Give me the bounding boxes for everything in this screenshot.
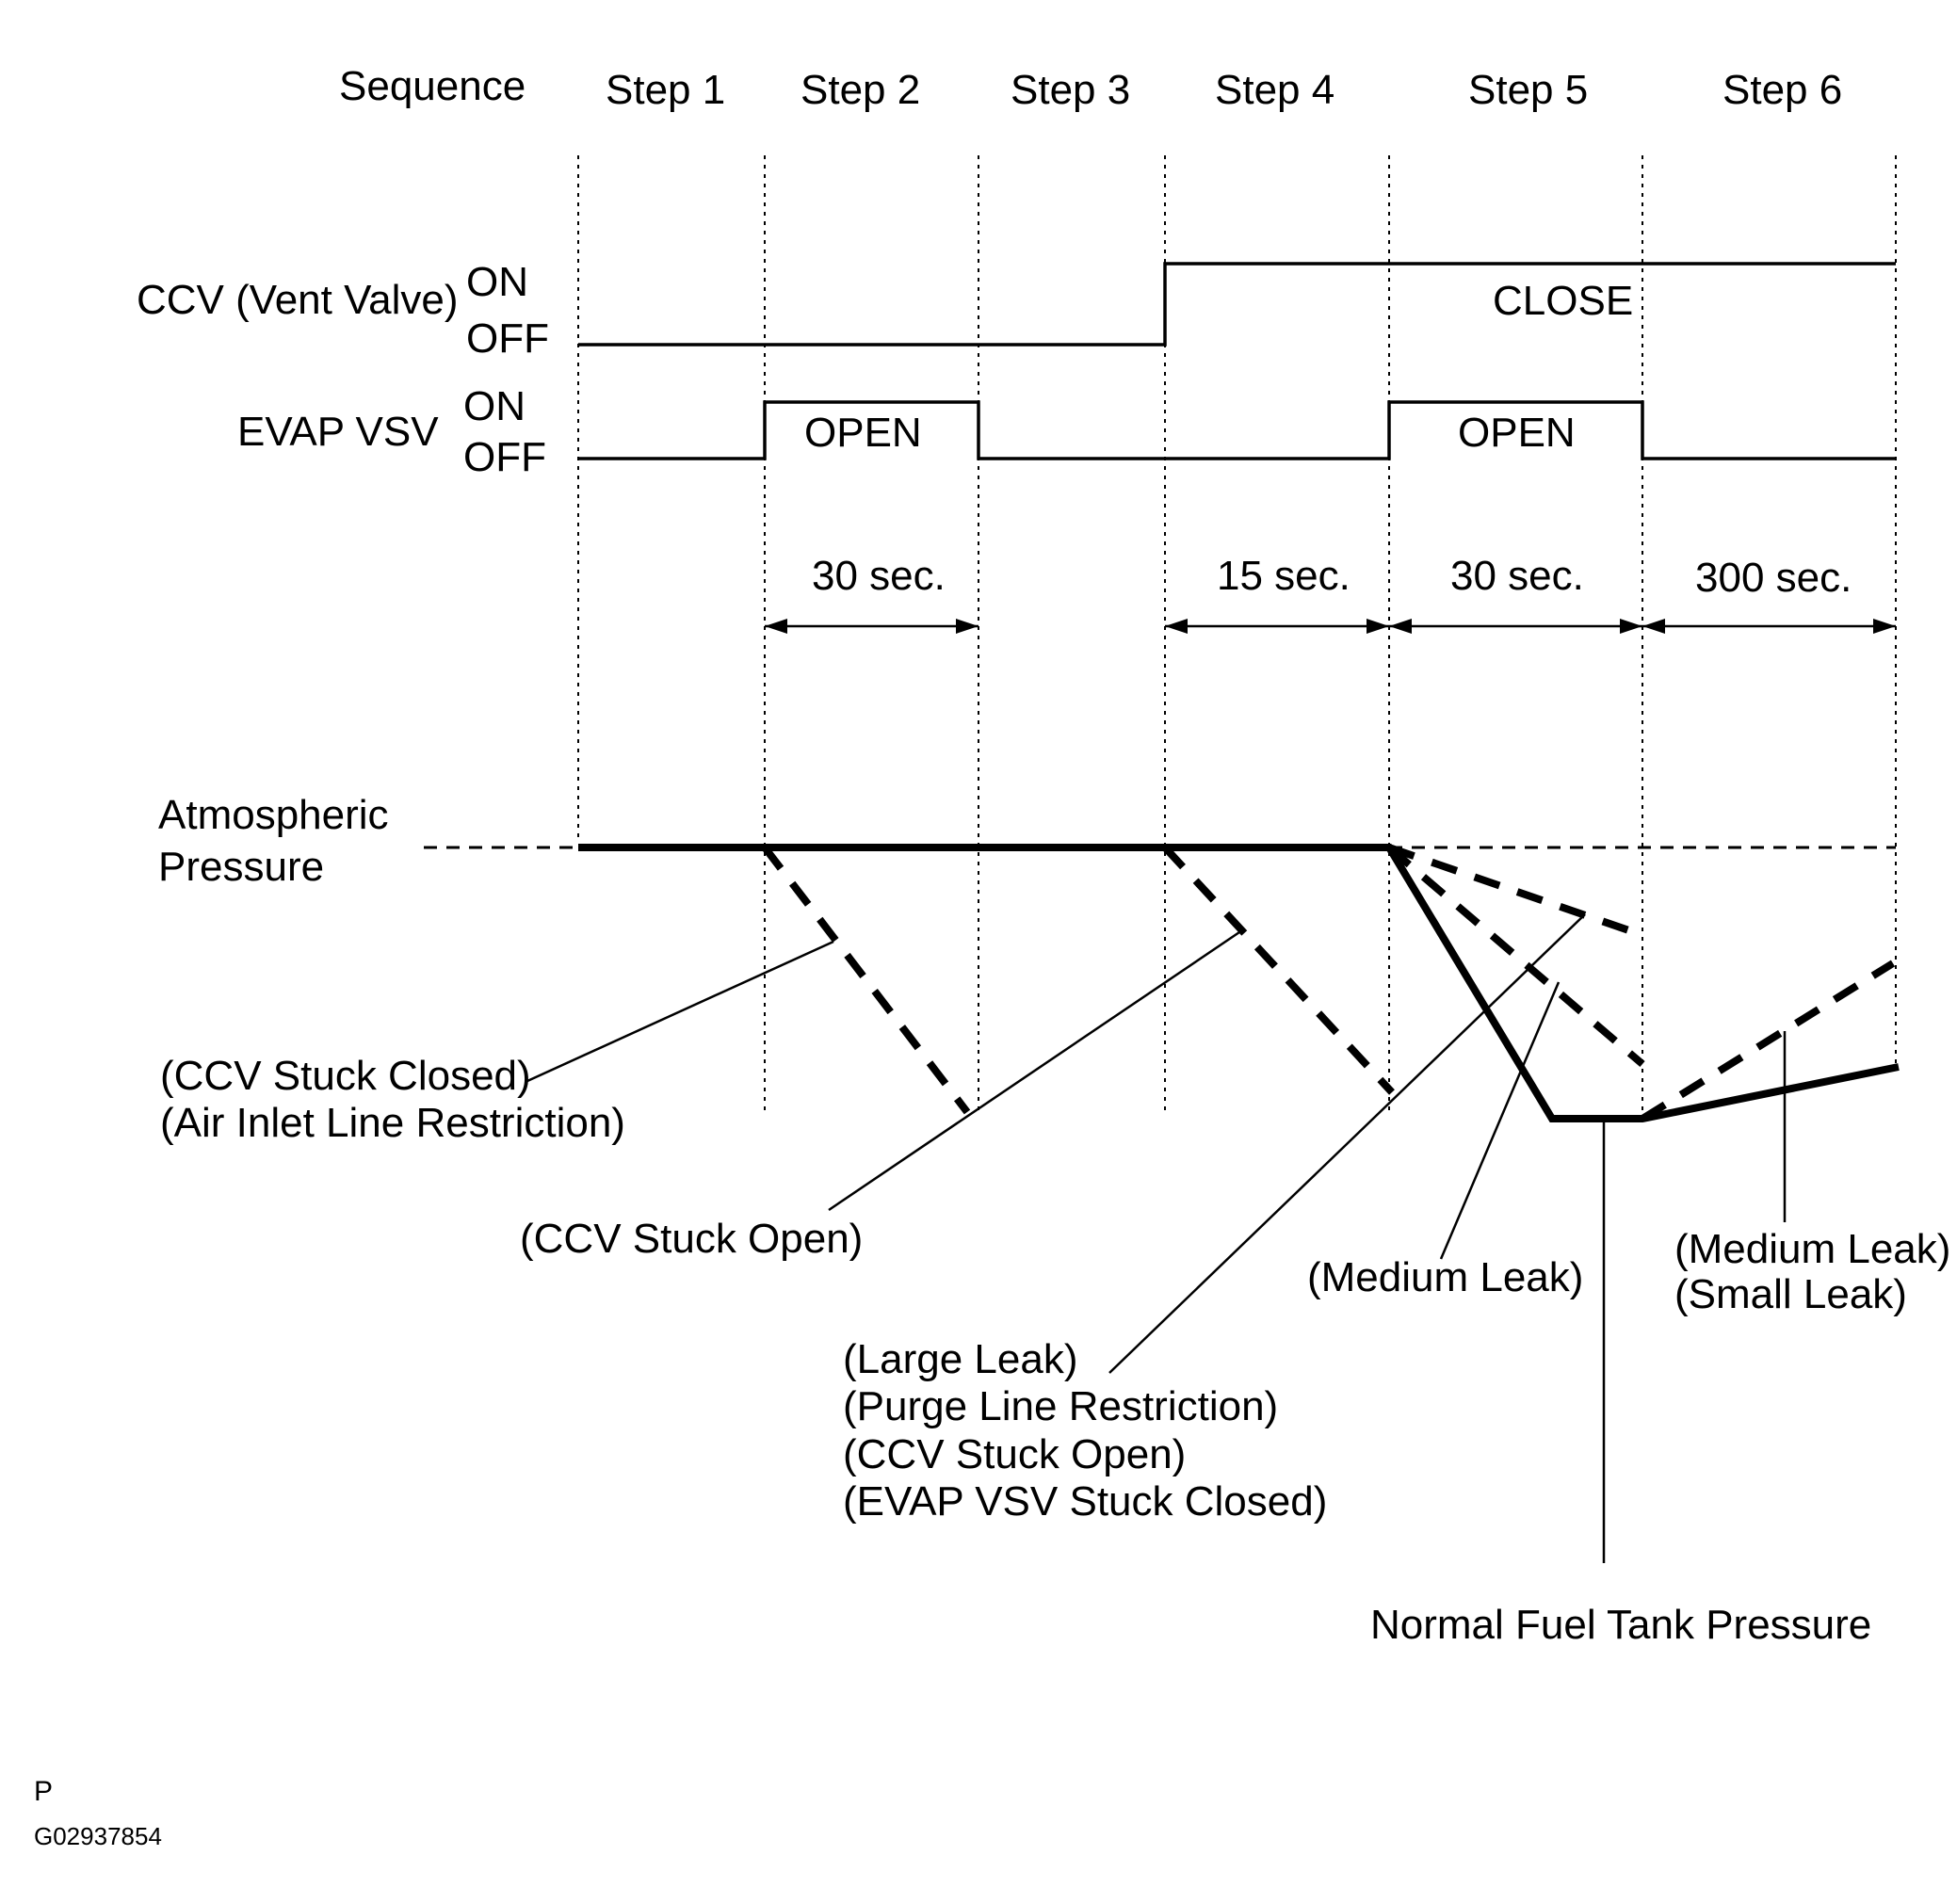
ccv-label: CCV (Vent Valve) [137, 277, 459, 323]
annotation-small-leak: (Small Leak) [1674, 1271, 1907, 1317]
ccv-signal-trace [578, 262, 1896, 347]
atmospheric-label-line1: Atmospheric [158, 792, 389, 838]
step-6-label: Step 6 [1722, 67, 1842, 113]
ccv-stuck-open-trace [1162, 845, 1395, 1095]
ccv-stuck-closed-trace [761, 845, 971, 1115]
evap-off-label: OFF [463, 434, 546, 480]
arrowhead-right [1367, 619, 1389, 634]
arrowhead-right [956, 619, 978, 634]
annotation-medium-leak-2: (Medium Leak) [1674, 1226, 1950, 1272]
ccv-close-label: CLOSE [1493, 278, 1633, 324]
footer-mark: P [34, 1776, 53, 1807]
step-boundaries [577, 155, 1897, 1111]
step-1-label: Step 1 [606, 67, 725, 113]
step-3-label: Step 3 [1011, 67, 1130, 113]
annotation-normal-fuel-tank-pressure: Normal Fuel Tank Pressure [1370, 1602, 1871, 1648]
evap-open-label-2: OPEN [1458, 410, 1576, 456]
leader-ccv-stuck-closed [526, 940, 834, 1083]
arrowhead-left [765, 619, 787, 634]
duration-step4-label: 15 sec. [1217, 553, 1350, 599]
evap-on-label: ON [463, 383, 526, 429]
step-4-label: Step 4 [1215, 67, 1334, 113]
leader-ccv-stuck-open [828, 930, 1240, 1212]
atmospheric-label-line2: Pressure [158, 844, 324, 890]
arrowhead-right [1873, 619, 1896, 634]
leader-medium-leak-step5 [1439, 981, 1561, 1260]
ccv-on-label: ON [466, 259, 528, 305]
leader-large-leak [1108, 913, 1586, 1374]
duration-arrows [765, 619, 1896, 634]
arrowhead-right [1620, 619, 1642, 634]
medium-small-leak-step6-trace [1640, 960, 1896, 1122]
medium-leak-step5-trace [1386, 844, 1645, 1068]
duration-step5-label: 30 sec. [1450, 553, 1584, 599]
annotation-air-inlet-restriction: (Air Inlet Line Restriction) [160, 1100, 625, 1146]
annotation-medium-leak: (Medium Leak) [1307, 1254, 1583, 1300]
arrowhead-left [1642, 619, 1665, 634]
evap-vsv-signal-trace [578, 400, 1896, 460]
duration-step6-label: 300 sec. [1695, 555, 1852, 601]
normal-pressure-trace [578, 844, 1900, 1122]
footer-figure-code: G02937854 [34, 1822, 162, 1850]
annotation-purge-line-restriction: (Purge Line Restriction) [843, 1383, 1278, 1429]
annotation-leaders [526, 913, 1787, 1563]
evap-vsv-label: EVAP VSV [237, 409, 439, 455]
annotation-ccv-stuck-closed: (CCV Stuck Closed) [160, 1053, 531, 1099]
evap-open-label-1: OPEN [804, 410, 922, 456]
step-5-label: Step 5 [1468, 67, 1588, 113]
step-2-label: Step 2 [801, 67, 920, 113]
arrowhead-left [1165, 619, 1188, 634]
annotation-large-leak: (Large Leak) [843, 1336, 1077, 1382]
annotation-ccv-stuck-open-2: (CCV Stuck Open) [843, 1431, 1186, 1477]
annotation-ccv-stuck-open: (CCV Stuck Open) [520, 1216, 863, 1262]
ccv-off-label: OFF [466, 315, 549, 362]
annotation-evap-vsv-stuck-closed: (EVAP VSV Stuck Closed) [843, 1478, 1327, 1525]
sequence-label: Sequence [339, 63, 526, 109]
duration-step2-label: 30 sec. [812, 553, 946, 599]
large-leak-trace [1387, 844, 1644, 939]
arrowhead-left [1389, 619, 1412, 634]
